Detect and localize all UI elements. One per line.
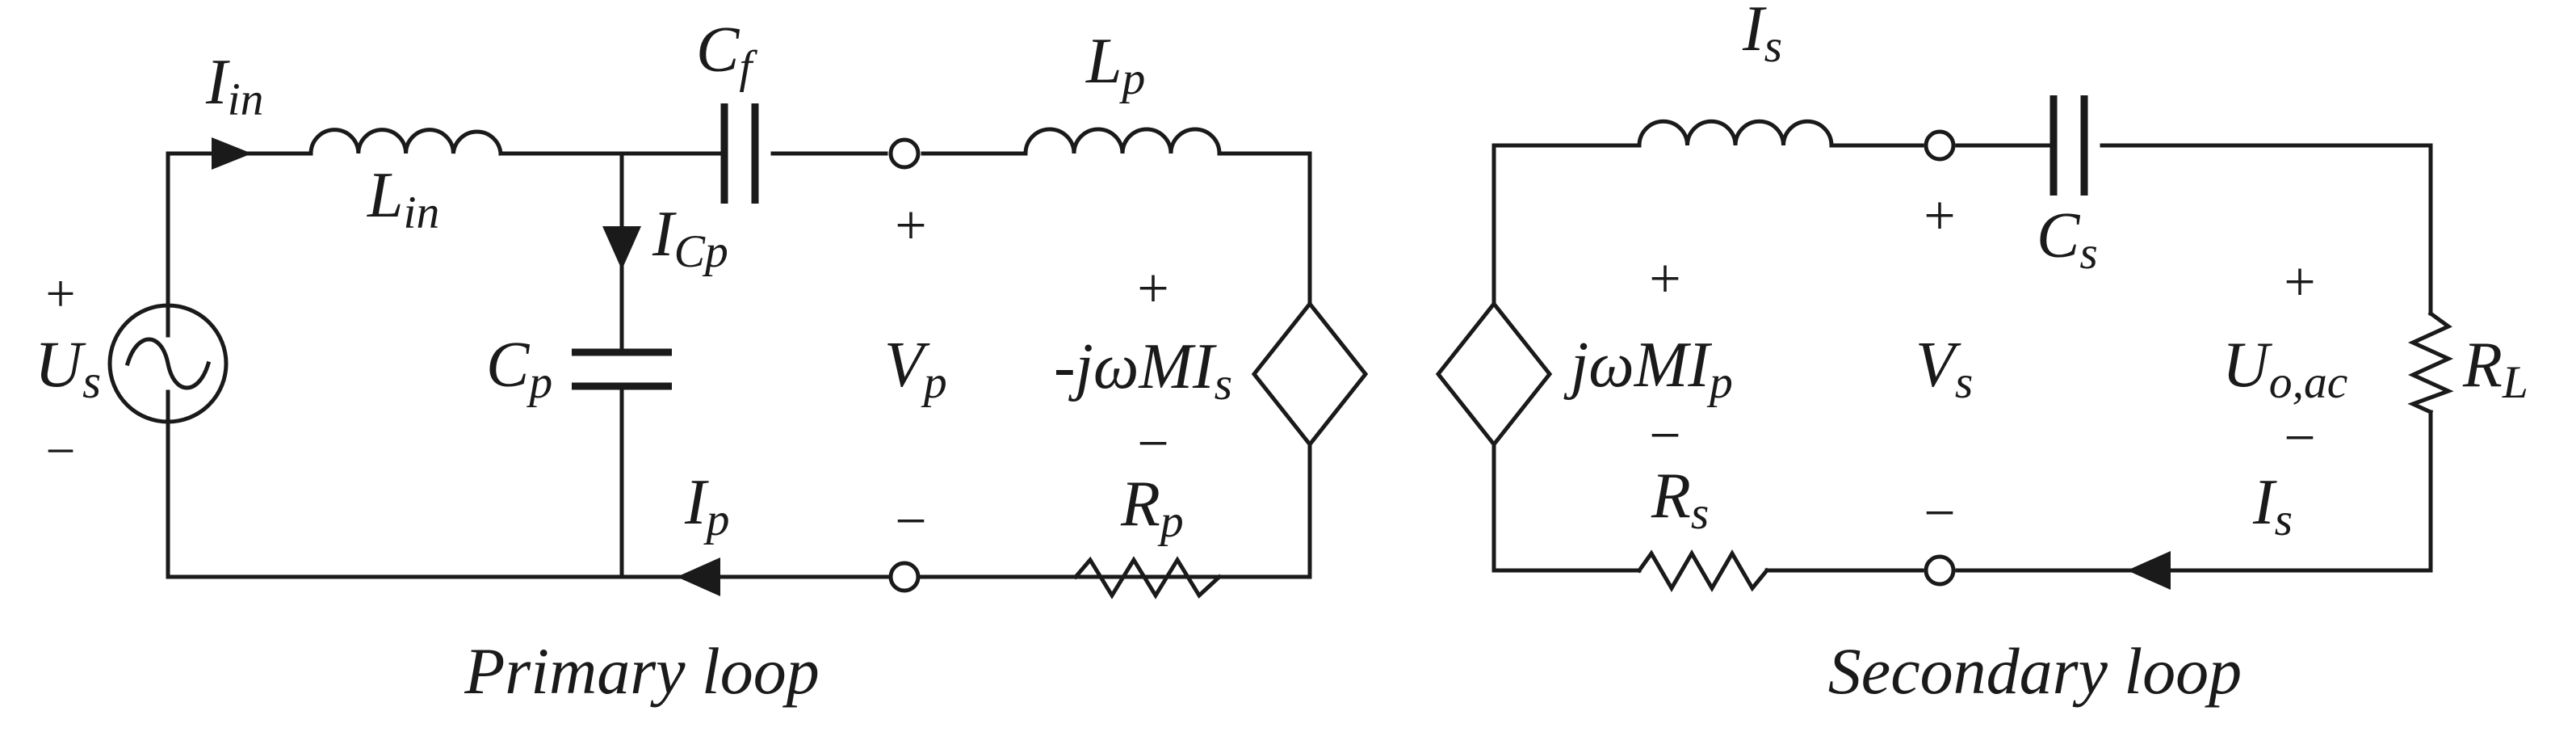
label-v-s: Vs <box>1915 330 1973 408</box>
label-l-in: Lin <box>367 160 439 238</box>
ac-voltage-source <box>107 303 229 424</box>
label-c-s: Cs <box>2037 200 2098 279</box>
resistor-r-l <box>2407 310 2454 415</box>
uoac-plus: + <box>2284 251 2315 313</box>
arrow-i-cp <box>602 226 641 270</box>
label-r-s: Rs <box>1651 461 1709 539</box>
label-i-in: Iin <box>205 47 263 125</box>
resistor-r-s <box>1636 549 1770 592</box>
capacitor-c-f <box>720 103 759 204</box>
capacitor-c-s <box>2049 95 2088 196</box>
caption-secondary-loop: Secondary loop <box>1828 634 2242 708</box>
label-r-p: Rp <box>1120 469 1184 547</box>
label-c-p: Cp <box>486 330 552 408</box>
secondary-wire-bottom <box>1491 410 2433 573</box>
dependent-source-primary <box>1251 300 1369 448</box>
dep-primary-plus: + <box>1137 258 1168 320</box>
dep-primary-minus: − <box>1137 413 1168 475</box>
secondary-wire-left <box>1491 143 2433 316</box>
label-dep-secondary: jωMIp <box>1563 330 1733 408</box>
vs-minus: − <box>1924 482 1955 545</box>
terminal-vp-bottom <box>888 561 921 593</box>
vs-plus: + <box>1924 185 1955 247</box>
arrow-i-p <box>677 557 720 596</box>
arrow-i-s-bottom <box>2127 551 2171 590</box>
primary-loop: + Us − Iin Lin Cf Lp ICp Cp + Vp − + -jω… <box>35 15 1369 708</box>
label-i-s-bottom: Is <box>2252 467 2293 545</box>
label-c-f: Cf <box>696 15 757 93</box>
secondary-loop: Is Cs + jωMIp − + Vs − + Uo,ac − RL Rs I… <box>1435 0 2528 708</box>
label-i-s-top: Is <box>1742 0 1782 72</box>
resistor-r-p <box>1072 556 1223 599</box>
terminal-vp-top <box>888 137 921 170</box>
label-i-p: Ip <box>684 467 729 545</box>
source-minus: − <box>45 422 75 481</box>
label-dep-primary: -jωMIs <box>1054 331 1232 410</box>
arrow-i-in <box>212 137 252 170</box>
label-l-p: Lp <box>1085 26 1145 104</box>
vp-minus: − <box>895 490 926 553</box>
uoac-minus: − <box>2284 407 2315 469</box>
capacitor-c-p <box>572 348 672 390</box>
dep-secondary-minus: − <box>1649 405 1680 467</box>
inductor-l-in <box>308 128 503 156</box>
label-u-oac: Uo,ac <box>2222 330 2347 408</box>
label-i-cp: ICp <box>652 199 728 277</box>
source-plus: + <box>45 264 75 323</box>
source-label: Us <box>35 327 101 408</box>
terminal-vs-bottom <box>1924 554 1956 587</box>
label-v-p: Vp <box>884 330 947 408</box>
inductor-l-p <box>1023 127 1222 156</box>
vp-plus: + <box>895 195 926 257</box>
caption-primary-loop: Primary loop <box>464 634 820 708</box>
inductor-secondary <box>1637 119 1834 148</box>
dep-secondary-plus: + <box>1649 248 1680 310</box>
terminal-vs-top <box>1924 129 1956 162</box>
dependent-source-secondary <box>1435 300 1553 448</box>
label-r-l: RL <box>2462 330 2528 408</box>
